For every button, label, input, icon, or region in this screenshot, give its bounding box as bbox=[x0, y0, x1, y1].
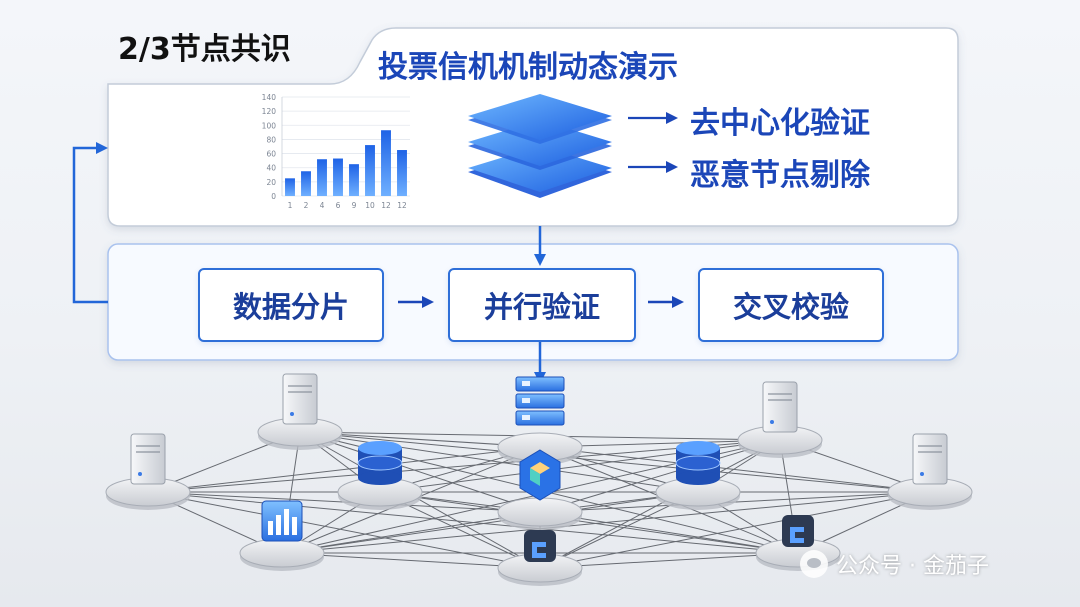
chart-y-tick-label: 120 bbox=[262, 107, 277, 116]
network-edge bbox=[147, 439, 781, 493]
database-icon bbox=[337, 441, 423, 510]
network-edge bbox=[281, 491, 699, 554]
watermark: 公众号 · 金茄子 bbox=[800, 548, 989, 580]
output-label-decentralized-verification: 去中心化验证 bbox=[690, 106, 870, 141]
step-arrow-2 bbox=[648, 296, 684, 308]
network-edge bbox=[539, 439, 781, 513]
chart-bar bbox=[397, 150, 407, 196]
server-icon bbox=[105, 433, 191, 510]
chart-bar bbox=[301, 171, 311, 196]
step-arrow-1 bbox=[398, 296, 434, 308]
server-icon bbox=[887, 433, 973, 510]
network-edge bbox=[539, 511, 799, 554]
network-edge bbox=[147, 446, 541, 493]
chart-y-tick-label: 20 bbox=[266, 178, 276, 187]
chart-x-tick-label: 12 bbox=[397, 201, 407, 210]
network-edge bbox=[281, 511, 541, 554]
cube-icon bbox=[497, 449, 583, 530]
network-edge bbox=[299, 431, 541, 513]
down-arrow-top-to-process bbox=[534, 226, 546, 266]
network-edge bbox=[299, 431, 931, 493]
network-edge bbox=[539, 491, 931, 569]
stacked-layers-icon bbox=[468, 94, 612, 198]
wechat-icon bbox=[800, 550, 828, 578]
network-edge bbox=[281, 552, 541, 569]
network-graph bbox=[105, 373, 973, 586]
chart-icon bbox=[239, 500, 325, 571]
server-icon bbox=[737, 381, 823, 458]
chart-x-tick-label: 10 bbox=[365, 201, 375, 210]
server-icon bbox=[257, 373, 343, 450]
output-arrow-1 bbox=[628, 112, 678, 124]
output-label-malicious-node-removal: 恶意节点剔除 bbox=[690, 158, 870, 193]
network-edge bbox=[147, 491, 541, 569]
chart-x-tick-label: 1 bbox=[288, 201, 293, 210]
chart-bar bbox=[381, 130, 391, 196]
chart-bar bbox=[317, 159, 327, 196]
chart-y-tick-label: 40 bbox=[266, 164, 276, 173]
chart-bar bbox=[333, 158, 343, 196]
chart-bar bbox=[285, 178, 295, 196]
database-icon bbox=[655, 441, 741, 510]
chart-x-tick-label: 4 bbox=[320, 201, 325, 210]
feedback-loop-connector bbox=[72, 142, 108, 304]
chart-y-tick-label: 80 bbox=[266, 135, 276, 144]
chart-x-tick-label: 2 bbox=[304, 201, 309, 210]
step-box-data-sharding: 数据分片 bbox=[198, 268, 384, 342]
watermark-text: 公众号 · 金茄子 bbox=[836, 554, 989, 579]
network-edge bbox=[539, 552, 799, 569]
tab-title: 2/3节点共识 bbox=[118, 32, 291, 67]
main-title: 投票信机机制动态演示 bbox=[378, 50, 678, 85]
chart-y-tick-label: 60 bbox=[266, 150, 276, 159]
network-edge bbox=[299, 431, 699, 493]
chart-bar bbox=[365, 145, 375, 196]
chart-bar bbox=[349, 164, 359, 196]
output-arrow-2 bbox=[628, 161, 678, 173]
step-box-parallel-verification: 并行验证 bbox=[448, 268, 636, 342]
network-edge bbox=[539, 439, 781, 569]
chart-y-tick-label: 0 bbox=[271, 192, 276, 201]
node-logo-icon bbox=[497, 530, 583, 586]
chart-y-tick-label: 100 bbox=[262, 121, 277, 130]
step-box-cross-check: 交叉校验 bbox=[698, 268, 884, 342]
chart-x-tick-label: 9 bbox=[352, 201, 357, 210]
chart-x-tick-label: 6 bbox=[336, 201, 341, 210]
network-edge bbox=[379, 491, 799, 554]
chart-x-tick-label: 12 bbox=[381, 201, 391, 210]
chart-y-tick-label: 140 bbox=[262, 93, 277, 102]
